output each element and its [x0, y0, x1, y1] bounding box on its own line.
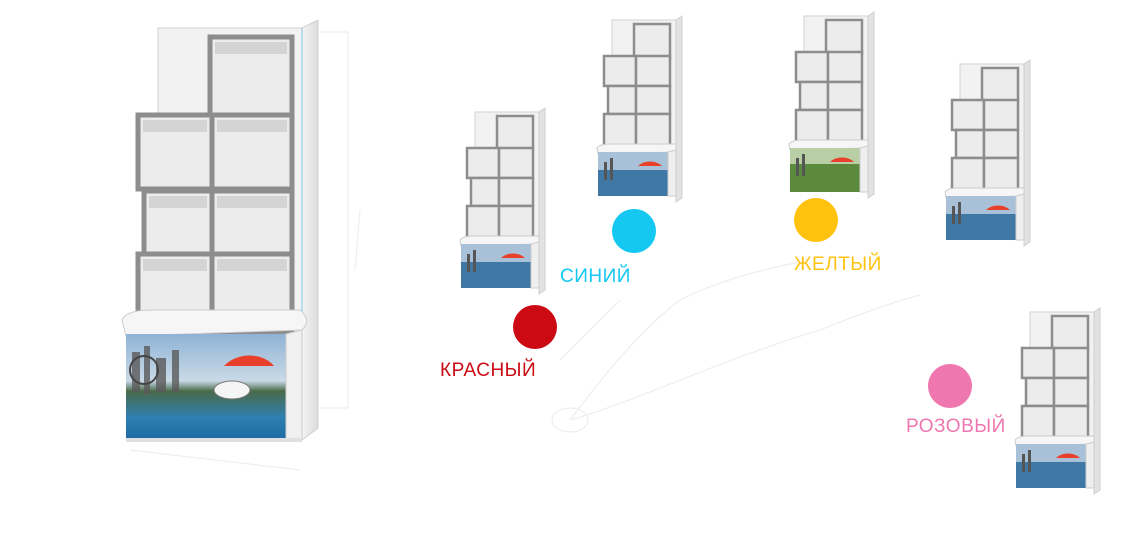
pink-color-swatch[interactable]: [928, 364, 972, 408]
yellow-color-label: ЖЕЛТЫЙ: [794, 254, 882, 275]
blue-color-label: СИНИЙ: [560, 266, 631, 287]
red-color-label: КРАСНЫЙ: [440, 360, 537, 381]
red-color-swatch[interactable]: [513, 305, 557, 349]
large-shelf-image: [112, 19, 327, 490]
blue-variant-shelf-image: [594, 15, 686, 203]
yellow-color-swatch[interactable]: [794, 198, 838, 242]
pink-color-label: РОЗОВЫЙ: [906, 416, 1006, 437]
fourth-variant-shelf-image: [942, 59, 1034, 247]
pink-variant-shelf-image: [1012, 307, 1104, 495]
blue-color-swatch[interactable]: [612, 209, 656, 253]
red-variant-shelf-image: [457, 107, 549, 295]
yellow-variant-shelf-image: [786, 11, 878, 199]
